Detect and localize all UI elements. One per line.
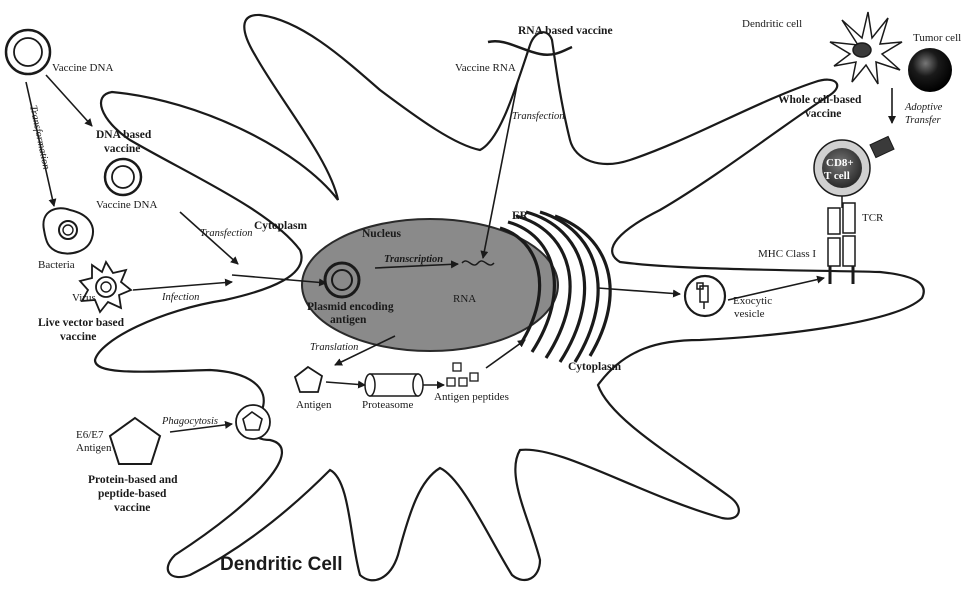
- label-transfection-left: Transfection: [200, 228, 253, 239]
- receptor-icon: [870, 136, 894, 157]
- label-transfection-right: Transfection: [512, 111, 565, 122]
- vaccine-dna-plasmid-icon-mid: [105, 159, 141, 195]
- antigen-peptides-icon: [447, 363, 478, 386]
- label-translation: Translation: [310, 342, 358, 353]
- label-dendritic-cell-title: Dendritic Cell: [220, 554, 342, 575]
- label-infection: Infection: [161, 292, 199, 303]
- label-phagocytosis: Phagocytosis: [161, 416, 218, 427]
- tumor-cell-icon: [908, 48, 952, 92]
- label-cytoplasm-right: Cytoplasm: [568, 361, 621, 373]
- label-antigen-peptides: Antigen peptides: [434, 391, 509, 403]
- label-vaccine-dna-mid: Vaccine DNA: [96, 199, 157, 211]
- label-virus: Virus: [72, 292, 96, 304]
- label-exocytic-2: vesicle: [734, 308, 765, 320]
- label-whole-cell-1: Whole cell-based: [778, 94, 862, 106]
- label-transcription: Transcription: [384, 254, 443, 265]
- label-exocytic-1: Exocytic: [733, 295, 772, 307]
- label-tumor-cell: Tumor cell: [913, 32, 961, 44]
- vaccine-dna-plasmid-icon: [6, 30, 50, 74]
- label-whole-cell-2: vaccine: [805, 108, 841, 120]
- label-cytoplasm-top: Cytoplasm: [254, 220, 307, 232]
- label-mhc: MHC Class I: [758, 248, 816, 260]
- label-dna-based-vaccine-1: DNA based: [96, 129, 152, 141]
- dendritic-cell-small-icon: [830, 12, 902, 84]
- label-e6e7-1: E6/E7: [76, 429, 104, 441]
- label-dna-based-vaccine-2: vaccine: [104, 143, 140, 155]
- label-tcell-2: T cell: [824, 170, 850, 182]
- label-vaccine-rna: Vaccine RNA: [455, 62, 516, 74]
- label-proteasome: Proteasome: [362, 399, 413, 411]
- label-tcr: TCR: [862, 212, 884, 224]
- label-protein-1: Protein-based and: [88, 474, 178, 486]
- label-adoptive-2: Transfer: [905, 115, 942, 126]
- label-er: ER: [512, 210, 529, 222]
- bacteria-icon: [43, 208, 93, 253]
- label-adoptive-1: Adoptive: [904, 102, 943, 113]
- label-rna-nucleus: RNA: [453, 293, 476, 305]
- label-protein-2: peptide-based: [98, 488, 167, 500]
- proteasome-icon: [365, 374, 423, 396]
- label-e6e7-2: Antigen: [76, 442, 112, 454]
- label-plasmid-1: Plasmid encoding: [307, 301, 394, 313]
- label-vaccine-dna-top: Vaccine DNA: [52, 62, 113, 74]
- label-protein-3: vaccine: [114, 502, 150, 514]
- exocytic-vesicle-icon: [685, 276, 725, 316]
- label-dendritic-cell-small: Dendritic cell: [742, 18, 802, 30]
- label-live-vector-2: vaccine: [60, 331, 96, 343]
- label-antigen: Antigen: [296, 399, 332, 411]
- label-live-vector-1: Live vector based: [38, 317, 125, 329]
- e6e7-antigen-pentagon-icon: [110, 418, 160, 464]
- label-transformation: Transformation: [27, 104, 51, 170]
- label-nucleus: Nucleus: [362, 228, 402, 240]
- phagosome-icon: [236, 405, 270, 439]
- label-rna-vaccine-title: RNA based vaccine: [518, 25, 613, 37]
- label-plasmid-2: antigen: [330, 314, 367, 326]
- virus-icon: [80, 262, 131, 312]
- antigen-pentagon-icon: [295, 367, 322, 392]
- label-bacteria: Bacteria: [38, 259, 75, 271]
- label-tcell-1: CD8+: [826, 157, 854, 169]
